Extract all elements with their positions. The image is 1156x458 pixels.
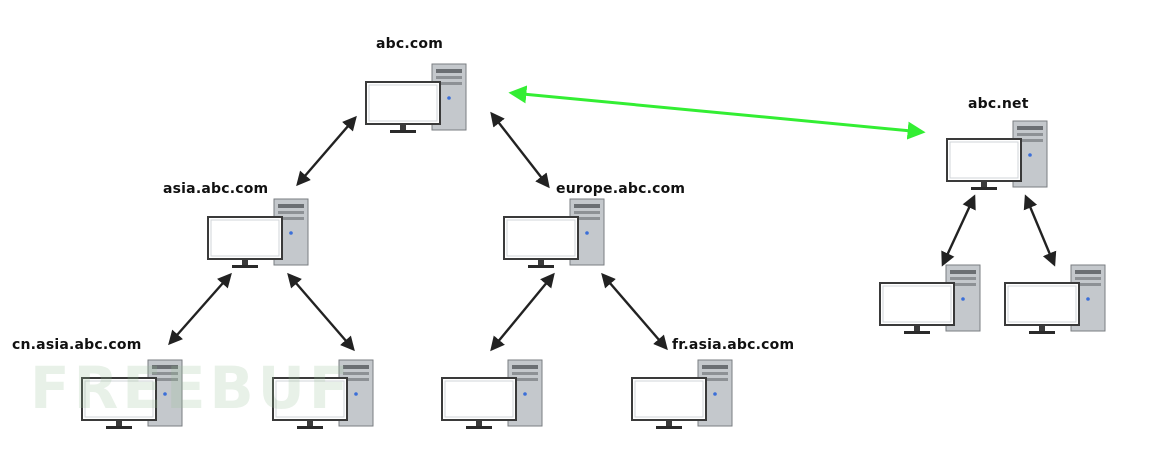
computer-icon-abc-net (946, 120, 1048, 190)
arrow-asia-child-2 (287, 272, 355, 352)
computer-icon-asia-child-2 (272, 359, 374, 429)
label-europe-abc-com: europe.abc.com (556, 181, 686, 197)
computer-icon-abc-com (365, 63, 467, 133)
computer-icon-europe-abc-com (503, 198, 605, 268)
computer-icon-europe-child-1 (441, 359, 543, 429)
connection-arrows (168, 85, 1057, 352)
label-fr-asia-abc-com: fr.asia.abc.com (672, 337, 795, 353)
computers (81, 63, 1106, 429)
label-abc-net: abc.net (968, 96, 1029, 112)
computer-icon-fr-asia-abc-com (631, 359, 733, 429)
computer-icon-abc-net-child-1 (879, 264, 981, 334)
arrow-abc-com-asia (296, 115, 357, 187)
arrow-europe-child-1 (490, 272, 555, 352)
arrow-abc-com-europe (490, 111, 550, 189)
arrow-asia-cn (168, 272, 232, 346)
label-asia-abc-com: asia.abc.com (163, 181, 269, 197)
computer-icon-cn-asia-abc-com (81, 359, 183, 429)
label-cn-asia-abc-com: cn.asia.abc.com (12, 337, 142, 353)
arrow-europe-fr (601, 272, 668, 351)
computer-icon-asia-abc-com (207, 198, 309, 268)
trust-arrow-abc-com-abc-net (508, 85, 926, 140)
arrow-abc-net-child-1 (941, 194, 976, 267)
label-abc-com: abc.com (376, 36, 443, 52)
computer-icon-abc-net-child-2 (1004, 264, 1106, 334)
arrow-abc-net-child-2 (1023, 194, 1057, 267)
